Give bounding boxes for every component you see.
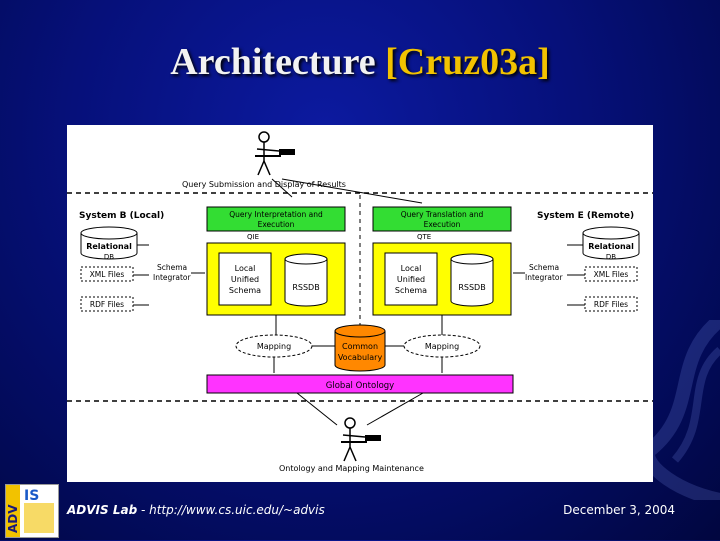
right-schema-integrator-l2: Integrator [525,273,563,282]
right-schema-integrator-l1: Schema [529,263,559,272]
global-ontology-label: Global Ontology [326,381,394,391]
right-system-label: System E (Remote) [537,211,634,221]
right-query-box [372,206,512,232]
left-local-schema-l2: Unified [231,275,259,284]
left-query-line1: Query Interpretation and [229,210,323,219]
decorative-wave [641,320,720,500]
left-schema-integrator-l2: Integrator [153,273,191,282]
footer-url: - http://www.cs.uic.edu/~advis [137,503,325,517]
left-system-label: System B (Local) [79,211,164,221]
slide-title: Architecture [Cruz03a] [0,40,720,84]
common-vocabulary-cylinder [334,324,386,372]
right-local-schema [384,252,438,306]
left-mapping-label: Mapping [257,342,291,351]
left-query-tag: QIE [247,233,259,241]
logo-letters-vertical: ADV [6,504,20,533]
right-query-line1: Query Translation and [401,210,484,219]
common-vocab-l2: Vocabulary [338,353,383,362]
left-rssdb-cylinder [284,253,328,307]
left-schema-integrator-l1: Schema [157,263,187,272]
bottom-user-icon [341,417,381,462]
logo-letters-horizontal: IS [24,488,39,504]
right-mapping-label: Mapping [425,342,459,351]
right-relational-db [582,226,640,260]
right-relational-label: Relational [588,242,634,251]
left-rssdb-label: RSSDB [292,283,319,292]
left-relational-db-label: DB [104,253,114,261]
top-caption: Query Submission and Display of Results [182,180,346,189]
right-rssdb-label: RSSDB [458,283,485,292]
right-rdf-label: RDF Files [594,300,628,309]
advis-logo: ADV IS [5,484,59,538]
footer-left: ADVIS Lab - http://www.cs.uic.edu/~advis [67,503,325,517]
left-relational-label: Relational [86,242,132,251]
right-query-line2: Execution [424,220,461,229]
left-local-schema-l1: Local [235,264,256,273]
common-vocab-l1: Common [342,342,378,351]
left-local-schema-l3: Schema [229,286,261,295]
left-xml-label: XML Files [90,270,125,279]
footer-date: December 3, 2004 [563,503,675,517]
footer-lab-name: ADVIS Lab [67,503,138,517]
right-local-schema-l1: Local [401,264,422,273]
left-rdf-label: RDF Files [90,300,124,309]
right-local-schema-l2: Unified [397,275,425,284]
right-xml-label: XML Files [594,270,629,279]
top-user-icon [255,131,295,176]
left-rdf-files [80,296,134,312]
right-local-schema-l3: Schema [395,286,427,295]
right-query-tag: QTE [417,233,431,241]
global-ontology-bar [206,374,514,394]
title-citation: [Cruz03a] [385,41,550,83]
left-query-box [206,206,346,232]
right-xml-files [584,266,638,282]
right-rdf-files [584,296,638,312]
right-rssdb-cylinder [450,253,494,307]
title-main: Architecture [170,41,376,83]
left-local-schema [218,252,272,306]
right-relational-db-label: DB [606,253,616,261]
left-relational-db [80,226,138,260]
left-xml-files [80,266,134,282]
architecture-diagram: Query Submission and Display of Results … [67,125,653,482]
bottom-caption: Ontology and Mapping Maintenance [279,464,424,473]
left-query-line2: Execution [258,220,295,229]
